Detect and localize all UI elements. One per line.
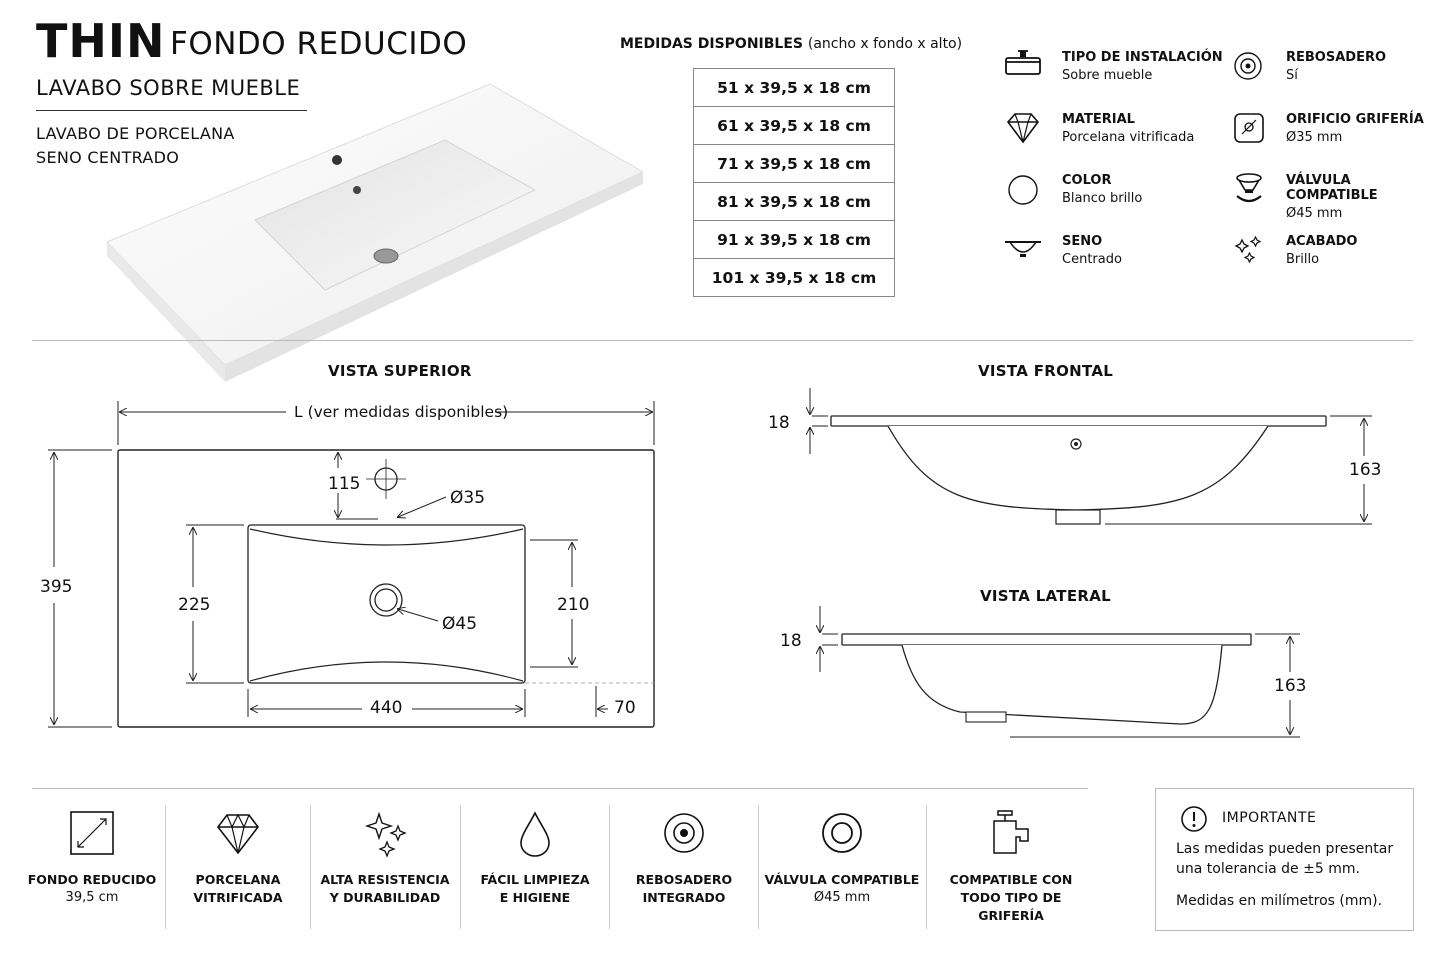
notice-title: IMPORTANTE [1222, 810, 1317, 826]
valve-icon [822, 813, 862, 853]
important-notice: IMPORTANTE Las medidas pueden presentar … [1155, 788, 1414, 931]
size-row: 61 x 39,5 x 18 cm [693, 106, 895, 145]
bowl-depth-right-dimension: 210 [557, 595, 590, 615]
feature-divider [310, 805, 311, 929]
side-height-dimension: 163 [1274, 676, 1307, 696]
top-view-drawing [48, 401, 655, 728]
tap-offset-dimension: 115 [328, 474, 361, 494]
notice-line-1: Las medidas pueden presentar [1176, 841, 1394, 857]
features-divider [32, 788, 1088, 789]
front-thickness-dimension: 18 [768, 413, 790, 433]
size-row: 71 x 39,5 x 18 cm [693, 144, 895, 183]
drain-diameter-dimension: Ø45 [442, 614, 478, 634]
cabinet-icon [1005, 50, 1041, 75]
sizes-heading: MEDIDAS DISPONIBLES (ancho x fondo x alt… [620, 36, 963, 52]
subtitle-rule [36, 110, 307, 111]
length-dimension: L (ver medidas disponibles) [294, 403, 509, 421]
side-margin-dimension: 70 [614, 698, 636, 718]
valve-icon [1236, 173, 1262, 203]
overflow-icon [1234, 52, 1262, 80]
notice-line-3: Medidas en milímetros (mm). [1176, 893, 1383, 909]
warning-icon [1181, 806, 1207, 832]
basin-icon [1005, 241, 1041, 257]
sparkle-icon [1234, 236, 1262, 264]
side-thickness-dimension: 18 [780, 631, 802, 651]
front-height-dimension: 163 [1349, 460, 1382, 480]
sparkle-icon [364, 811, 407, 858]
faucet-icon [993, 810, 1029, 854]
feature-divider [609, 805, 610, 929]
section-divider [32, 340, 1413, 341]
product-render [106, 83, 645, 382]
notice-line-2: una tolerancia de ±5 mm. [1176, 861, 1360, 877]
sizes-table: 51 x 39,5 x 18 cm 61 x 39,5 x 18 cm 71 x… [693, 68, 895, 297]
front-view-title: VISTA FRONTAL [978, 362, 1114, 380]
bowl-depth-left-dimension: 225 [178, 595, 211, 615]
drop-icon [520, 811, 550, 857]
diamond-icon [1006, 113, 1040, 144]
overflow-icon [664, 813, 704, 853]
size-row: 101 x 39,5 x 18 cm [693, 258, 895, 297]
side-view-drawing [760, 606, 1300, 738]
size-row: 91 x 39,5 x 18 cm [693, 220, 895, 259]
size-row: 81 x 39,5 x 18 cm [693, 182, 895, 221]
product-name: FONDO REDUCIDO [170, 26, 468, 62]
depth-dimension: 395 [40, 577, 73, 597]
circle-icon [1008, 175, 1038, 205]
feature-divider [926, 805, 927, 929]
description-line-1: LAVABO DE PORCELANA [36, 124, 235, 143]
size-row: 51 x 39,5 x 18 cm [693, 68, 895, 107]
feature-divider [460, 805, 461, 929]
product-subtitle: LAVABO SOBRE MUEBLE [36, 76, 301, 100]
tap-diameter-dimension: Ø35 [450, 488, 486, 508]
depth-icon [70, 811, 114, 855]
description-line-2: SENO CENTRADO [36, 148, 180, 167]
feature-divider [165, 805, 166, 929]
feature-divider [758, 805, 759, 929]
tap-hole-icon [1234, 113, 1264, 143]
bowl-width-dimension: 440 [370, 698, 403, 718]
top-view-title: VISTA SUPERIOR [328, 362, 472, 380]
front-view-drawing [760, 388, 1372, 525]
side-view-title: VISTA LATERAL [980, 587, 1111, 605]
brand-title: THIN [36, 14, 166, 68]
diamond-icon [216, 813, 260, 855]
